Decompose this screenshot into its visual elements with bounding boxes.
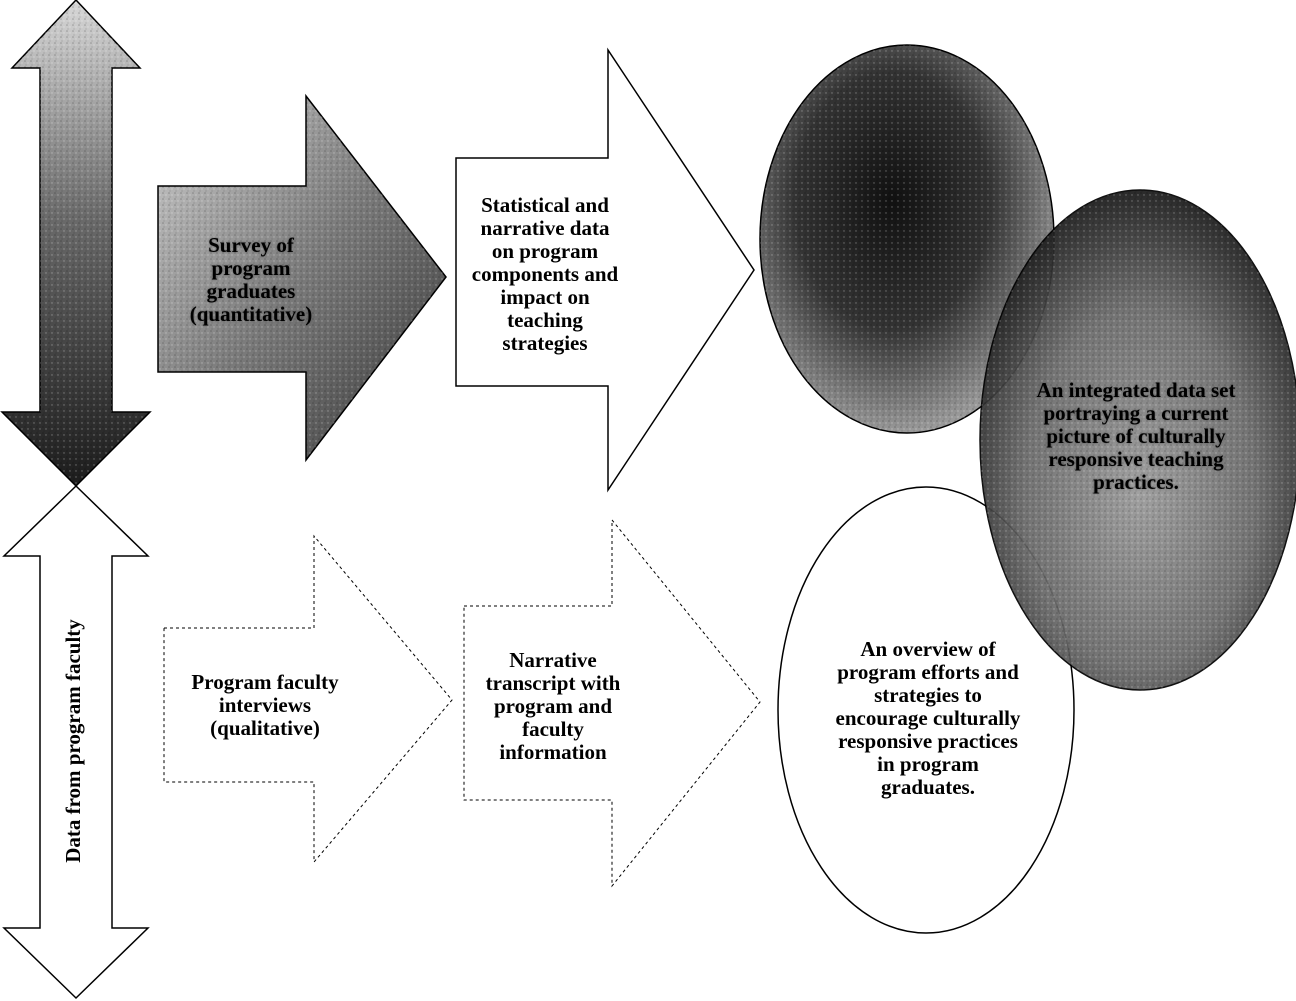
narrative-arrow-shape xyxy=(463,518,761,888)
stat-ellipse-label xyxy=(810,120,990,340)
integrated-label: An integrated data set portraying a curr… xyxy=(1036,377,1236,494)
narrative-label: Narrative transcript with program and fa… xyxy=(485,647,621,764)
bottom-vertical-arrow xyxy=(2,484,150,1000)
bottom-vertical-label: Data from program faculty xyxy=(61,619,85,863)
stat-data-arrow-shape xyxy=(455,47,755,493)
interviews-arrow-shape xyxy=(163,534,453,864)
integrated-ellipse-shape xyxy=(979,189,1296,691)
stat-data-label: Statistical and narrative data on progra… xyxy=(471,192,619,355)
overview-ellipse-shape xyxy=(777,486,1075,934)
survey-arrow-shape xyxy=(157,93,447,463)
overview-label: An overview of program efforts and strat… xyxy=(835,636,1021,799)
interviews-label: Program faculty interviews (qualitative) xyxy=(191,669,339,740)
stat-ellipse-shape xyxy=(759,44,1055,434)
top-vertical-label xyxy=(61,61,91,421)
survey-label: Survey of program graduates (quantitativ… xyxy=(189,233,313,326)
